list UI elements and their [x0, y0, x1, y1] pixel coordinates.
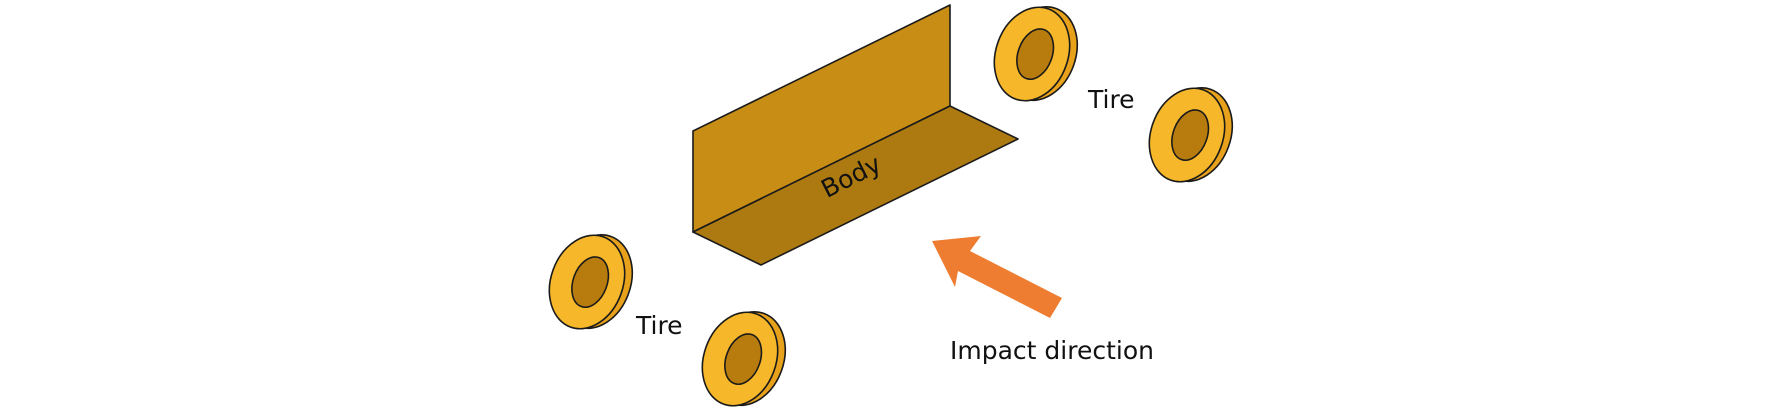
tire-lower-right: [701, 311, 787, 407]
tire-label-lower: Tire: [635, 311, 683, 340]
tire-upper-left: [993, 6, 1079, 102]
impact-direction-label: Impact direction: [950, 336, 1154, 365]
tire-lower-left: [548, 234, 634, 330]
impact-arrow-icon: [932, 236, 1062, 318]
tire-label-upper: Tire: [1087, 85, 1135, 114]
body-floor: [692, 105, 1019, 266]
body-part: Body: [692, 4, 1019, 266]
tire-upper-right: [1148, 87, 1234, 183]
